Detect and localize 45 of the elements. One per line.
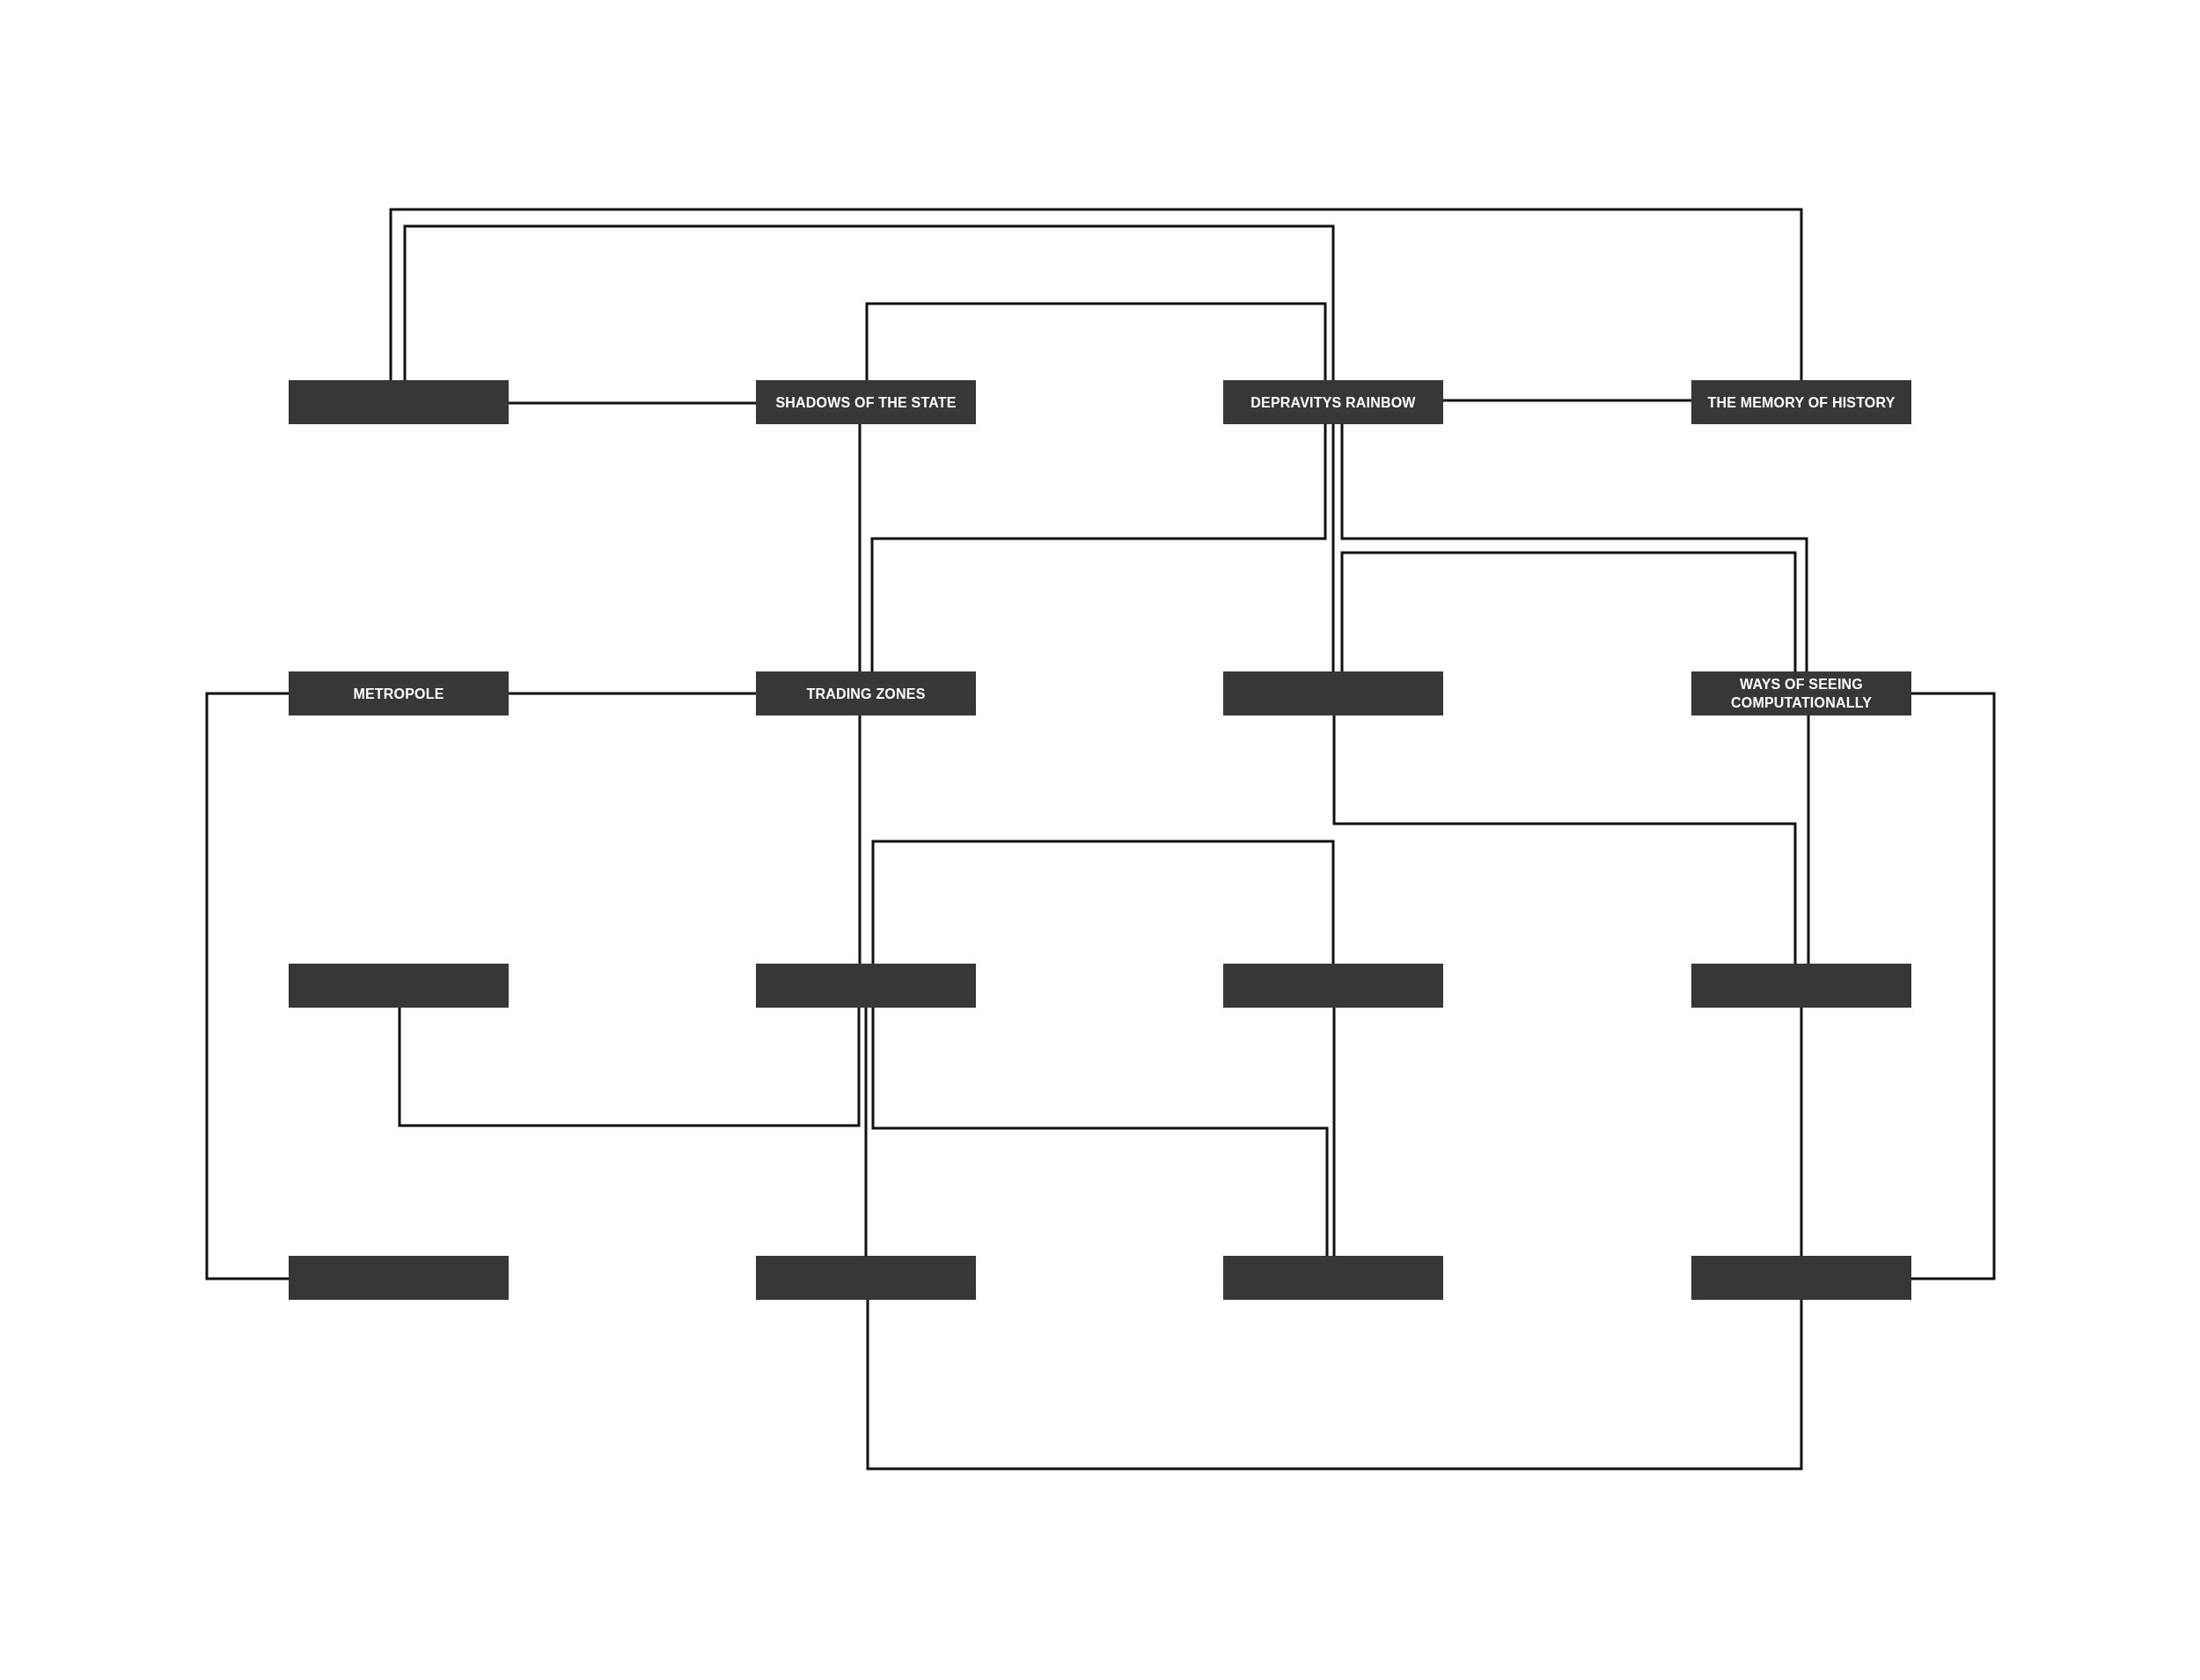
node-label: WAYS OF SEEING COMPUTATIONALLY (1730, 676, 1873, 712)
node-label: DEPRAVITYS RAINBOW (1250, 393, 1416, 412)
connector-line (871, 840, 1335, 964)
node-label: THE MEMORY OF HISTORY (1707, 393, 1896, 412)
connector-line (1800, 1008, 1803, 1256)
connector-line (866, 1300, 1803, 1471)
connector-line (1443, 399, 1691, 402)
concept-box (289, 671, 509, 715)
connector-line (1332, 1008, 1336, 1256)
concept-box (1691, 964, 1911, 1008)
concept-box (1223, 1256, 1443, 1300)
concept-box (756, 1256, 976, 1300)
concept-box (756, 964, 976, 1008)
concept-box (1691, 671, 1911, 715)
concept-box (1691, 380, 1911, 424)
connector-line (864, 1008, 868, 1256)
concept-box (1223, 380, 1443, 424)
concept-box (289, 964, 509, 1008)
connector-line (509, 692, 756, 695)
connector-line (870, 424, 1327, 671)
connector-line (403, 224, 1335, 380)
connector-line (1332, 715, 1797, 964)
connector-line (871, 1008, 1329, 1256)
concept-box (289, 1256, 509, 1300)
connector-line (858, 715, 862, 964)
connector-line (858, 424, 862, 671)
concept-box (1691, 1256, 1911, 1300)
node-label: TRADING ZONES (806, 685, 926, 703)
connector-line (205, 692, 289, 1280)
concept-box (756, 380, 976, 424)
connector-line (1340, 551, 1797, 671)
connector-line (865, 302, 1327, 380)
connector-line (509, 401, 756, 405)
concept-box (1223, 671, 1443, 715)
connector-line (1911, 692, 1996, 1280)
node-label: SHADOWS OF THE STATE (775, 393, 957, 412)
connector-line (1340, 424, 1808, 671)
concept-box (756, 671, 976, 715)
connector-line (398, 1008, 861, 1127)
concept-box (1223, 964, 1443, 1008)
concept-box (289, 380, 509, 424)
node-label: METROPOLE (353, 685, 444, 703)
connector-line (1331, 424, 1335, 671)
connector-line (389, 208, 1803, 380)
connector-line (1807, 715, 1810, 964)
